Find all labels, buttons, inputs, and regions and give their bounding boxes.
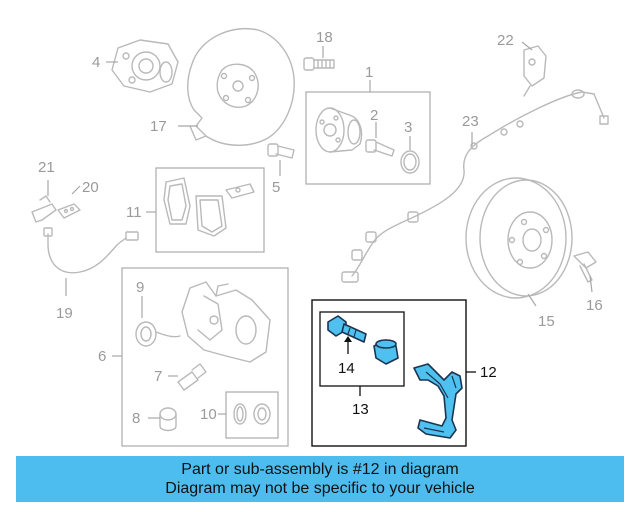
part-14-guide-bolt [327,315,367,343]
part-20-pad-clip [57,203,81,219]
part-19-wire [43,227,139,274]
label-8: 8 [132,410,140,427]
label-16: 16 [586,297,603,314]
label-17: 17 [150,118,167,135]
group-box-10 [225,391,279,439]
label-13: 13 [352,401,369,418]
label-2: 2 [370,107,378,124]
part-5-bolt [267,143,295,159]
label-6: 6 [98,348,106,365]
label-19: 19 [56,305,73,322]
part-11-brake-pads [163,177,255,237]
part-9-boot [135,321,181,347]
label-3: 3 [404,119,412,136]
part-12-caliper-bracket [413,363,463,439]
label-4: 4 [92,54,100,71]
part-23-sensor-cable [341,89,609,283]
group-box-13 [319,311,405,387]
label-11: 11 [126,204,142,221]
label-5: 5 [272,179,280,196]
label-10: 10 [200,406,217,423]
part-13-guide-sleeve [373,339,399,365]
label-15: 15 [538,313,555,330]
label-20: 20 [82,179,99,196]
part-7-bleeder-valve [177,363,207,391]
arrow-head-14 [344,336,352,342]
label-9: 9 [136,279,144,296]
part-21-clip [31,195,57,223]
label-14: 14 [338,360,355,377]
info-banner: Part or sub-assembly is #12 in diagram D… [16,456,624,502]
label-22: 22 [497,32,514,49]
part-8-cap [159,407,177,432]
part-22-wear-sensor [523,45,547,97]
label-18: 18 [316,29,333,46]
part-15-brake-disc [465,177,573,299]
part-2-bolt [365,139,395,157]
part-6-caliper-body [181,281,271,363]
label-21: 21 [38,159,55,176]
label-23: 23 [462,113,479,130]
part-16-screw [573,251,597,283]
label-1: 1 [365,64,373,81]
part-17-splash-shield [187,28,295,146]
group-box-12 [311,299,467,447]
label-7: 7 [154,368,162,385]
part-10-piston-seal [233,403,271,425]
part-18-bolt [303,57,335,71]
group-box-11 [155,167,265,253]
part-1-hub-bearing [315,107,363,153]
group-box-6 [121,267,289,447]
label-12: 12 [480,364,497,381]
banner-line-2: Diagram may not be specific to your vehi… [165,480,475,497]
banner-line-1: Part or sub-assembly is #12 in diagram [181,461,459,478]
part-4-hub-carrier [111,39,179,93]
part-3-seal-ring [400,150,420,174]
group-box-1 [305,91,431,185]
